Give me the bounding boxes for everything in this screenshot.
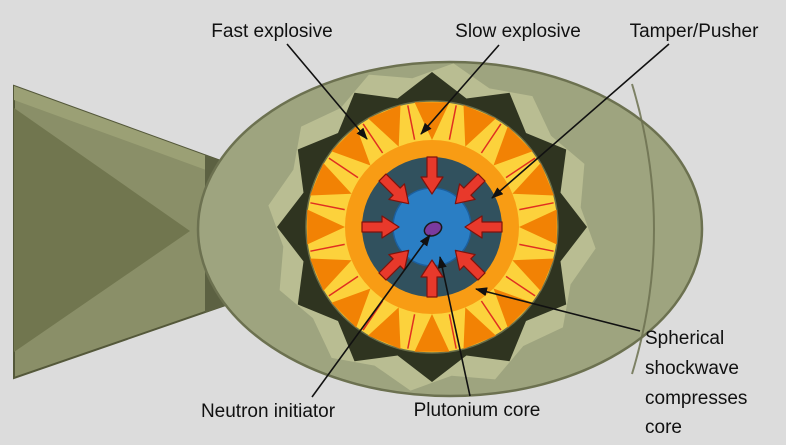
lens-divider-line [505,157,536,179]
fast-explosive-lens-group [307,102,557,352]
lens-divider-line [310,202,345,211]
label-shockwave-line: core [645,417,682,438]
fast-explosive-lens-wedge [463,105,496,147]
neutron-initiator-dot [423,221,443,237]
lens-divider-line [519,243,554,252]
implosion-arrow [464,215,503,239]
implosion-arrow [420,259,444,298]
lens-divider-line [328,275,359,297]
fast-explosive-lens-wedge [414,314,450,352]
implosion-arrow [378,173,410,205]
implosion-arrow [361,215,400,239]
fast-explosive-lens-wedge [512,163,554,196]
lens-divider-line [480,300,502,331]
label-shockwave: Spherical shockwave compresses core [645,328,747,438]
lens-divider-line [519,202,554,211]
fast-explosive-lens-wedge [493,126,533,166]
leader-fast-explosive [286,43,368,140]
implosion-arrow [454,173,486,205]
leader-plutonium-core [437,256,471,397]
label-fast-explosive: Fast explosive [211,21,332,42]
implosion-arrow-group [361,156,503,298]
fast-explosive-lens-wedge [463,307,496,349]
label-shockwave-line: shockwave [645,358,739,379]
leader-lines [286,43,670,398]
lens-divider-line [328,157,359,179]
leader-tamper-pusher [491,43,670,199]
lens-divider-line [407,314,416,349]
implosion-arrow [420,156,444,195]
lens-divider-line [310,243,345,252]
lens-divider-line [448,105,457,140]
tail-shadow-face [14,108,190,352]
lens-divider-line [505,275,536,297]
fast-explosive-lens-wedge [493,288,533,328]
label-shockwave-line: Spherical [645,328,724,349]
leader-slow-explosive [420,44,500,135]
fast-explosive-lens-wedge [368,307,401,349]
fast-explosive-lens-wedge [310,163,352,196]
labels: Fast explosive Slow explosive Tamper/Pus… [201,21,759,438]
fast-explosive-lens-wedge [519,209,557,245]
lens-divider-line [480,123,502,154]
fast-explosive-lens-wedge [331,126,371,166]
label-slow-explosive: Slow explosive [455,21,581,42]
tail-top-face [14,86,240,178]
implosion-arrow [454,249,486,281]
lens-divider-line [407,105,416,140]
label-shockwave-line: compresses [645,388,747,409]
leader-shockwave [475,287,641,332]
fast-explosive-lens-wedge [331,288,371,328]
label-tamper-pusher: Tamper/Pusher [630,21,760,42]
fast-explosive-lens-wedge [368,105,401,147]
implosion-arrow [378,249,410,281]
lens-divider-line [448,314,457,349]
leader-neutron-initiator [311,234,431,398]
fast-explosive-lens-wedge [307,209,345,245]
fast-explosive-lens-wedge [512,258,554,291]
label-plutonium-core: Plutonium core [414,400,541,421]
casing-seam [631,83,655,375]
label-neutron-initiator: Neutron initiator [201,401,336,422]
fast-explosive-lens-wedge [310,258,352,291]
